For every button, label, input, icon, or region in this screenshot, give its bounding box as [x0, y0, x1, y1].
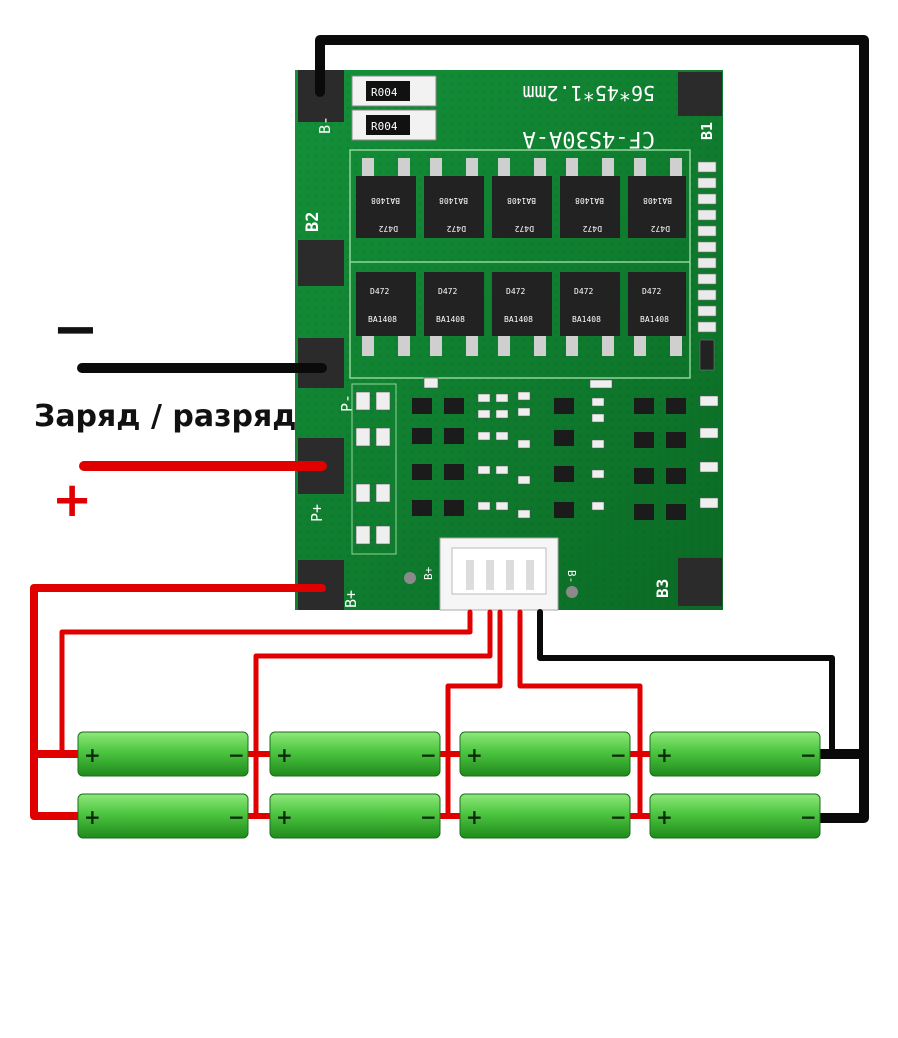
- svg-text:−: −: [228, 805, 245, 829]
- svg-text:+: +: [656, 805, 673, 829]
- cell-series-links: [245, 751, 653, 819]
- wire-b-plus: [30, 584, 326, 820]
- svg-text:D472: D472: [370, 287, 389, 296]
- mosfet: BA1408 D472: [492, 158, 552, 238]
- minus-symbol: −: [52, 297, 99, 362]
- svg-text:−: −: [800, 805, 817, 829]
- battery-cell: + −: [77, 793, 249, 839]
- wire-balance-2: [253, 609, 493, 819]
- svg-text:D472: D472: [651, 224, 670, 233]
- mosfet: BA1408 D472: [560, 158, 620, 238]
- svg-text:−: −: [228, 743, 245, 767]
- svg-text:−: −: [610, 743, 627, 767]
- pad-label-b1: B1: [698, 122, 716, 140]
- pad-b1: [678, 72, 722, 116]
- mosfet: D472 BA1408: [356, 272, 416, 356]
- svg-text:D472: D472: [506, 287, 525, 296]
- svg-text:−: −: [420, 743, 437, 767]
- svg-text:D472: D472: [515, 224, 534, 233]
- pcb-model-label: CF-4S30A-A: [523, 126, 655, 151]
- svg-text:D472: D472: [583, 224, 602, 233]
- svg-text:D472: D472: [379, 224, 398, 233]
- pad-label-b-minus: B-: [316, 116, 334, 134]
- mosfet-row-bottom: D472 BA1408 D472 BA1408 D472 BA1408 D472…: [356, 272, 686, 356]
- conn-label-b-plus: B+: [422, 566, 435, 580]
- pad-label-p-minus: P-: [338, 394, 356, 412]
- black-wires: [77, 35, 869, 823]
- protection-circuit: [351, 377, 719, 555]
- battery-cell: + −: [649, 731, 821, 777]
- pad-b2: [298, 240, 344, 286]
- svg-text:+: +: [466, 743, 483, 767]
- battery-cell: + −: [649, 793, 821, 839]
- mosfet-row-top: BA1408 D472 BA1408 D472 BA1408 D472 BA14…: [356, 158, 686, 238]
- battery-cell: + −: [459, 731, 631, 777]
- svg-text:BA1408: BA1408: [371, 196, 400, 205]
- svg-text:BA1408: BA1408: [439, 196, 468, 205]
- svg-text:−: −: [800, 743, 817, 767]
- svg-text:BA1408: BA1408: [436, 315, 465, 324]
- mounting-hole: [566, 586, 578, 598]
- svg-text:+: +: [276, 805, 293, 829]
- mosfet: BA1408 D472: [424, 158, 484, 238]
- svg-text:BA1408: BA1408: [640, 315, 669, 324]
- svg-text:BA1408: BA1408: [504, 315, 533, 324]
- balance-connector: [439, 537, 559, 611]
- mosfet: BA1408 D472: [628, 158, 686, 238]
- battery-cell: + −: [77, 731, 249, 777]
- charge-discharge-caption: Заряд / разряд: [34, 399, 297, 434]
- pad-b3: [678, 558, 722, 606]
- svg-text:+: +: [656, 743, 673, 767]
- pad-label-p-plus: P+: [308, 504, 326, 522]
- svg-text:D472: D472: [438, 287, 457, 296]
- battery-cell: + −: [269, 731, 441, 777]
- pad-label-b-plus: B+: [342, 590, 360, 608]
- svg-text:+: +: [466, 805, 483, 829]
- mosfet: D472 BA1408: [560, 272, 620, 356]
- pcb-size-label: 56*45*1.2mm: [523, 81, 655, 105]
- wire-b-minus-loop: [315, 35, 869, 823]
- red-wires: [30, 461, 653, 820]
- mosfet: BA1408 D472: [356, 158, 416, 238]
- svg-text:−: −: [420, 805, 437, 829]
- pad-label-b3: B3: [653, 579, 672, 598]
- svg-text:+: +: [84, 805, 101, 829]
- svg-text:BA1408: BA1408: [507, 196, 536, 205]
- svg-text:BA1408: BA1408: [368, 315, 397, 324]
- mosfet: D472 BA1408: [424, 272, 484, 356]
- mosfet: D472 BA1408: [628, 272, 686, 356]
- svg-text:BA1408: BA1408: [643, 196, 672, 205]
- plus-symbol: +: [52, 472, 92, 528]
- svg-text:D472: D472: [447, 224, 466, 233]
- mosfet: D472 BA1408: [492, 272, 552, 356]
- svg-text:BA1408: BA1408: [572, 315, 601, 324]
- smd-column-right: [697, 161, 717, 371]
- svg-text:−: −: [610, 805, 627, 829]
- conn-label-b-minus: B-: [565, 570, 578, 583]
- battery-cell: + −: [459, 793, 631, 839]
- svg-text:D472: D472: [574, 287, 593, 296]
- mounting-hole: [404, 572, 416, 584]
- svg-text:+: +: [84, 743, 101, 767]
- pad-label-b2: B2: [303, 212, 323, 232]
- svg-text:D472: D472: [642, 287, 661, 296]
- pcb-board: B- B2 P- P+ B+ B1 B3 R004 R004 CF-4S30A-…: [295, 70, 723, 611]
- shunt-label-2: R004: [371, 120, 398, 133]
- battery-cell: + −: [269, 793, 441, 839]
- svg-text:+: +: [276, 743, 293, 767]
- wire-balance-1: [59, 609, 473, 757]
- shunt-label-1: R004: [371, 86, 398, 99]
- svg-text:BA1408: BA1408: [575, 196, 604, 205]
- battery-cells: + − + − + − + − + − + − +: [77, 731, 821, 839]
